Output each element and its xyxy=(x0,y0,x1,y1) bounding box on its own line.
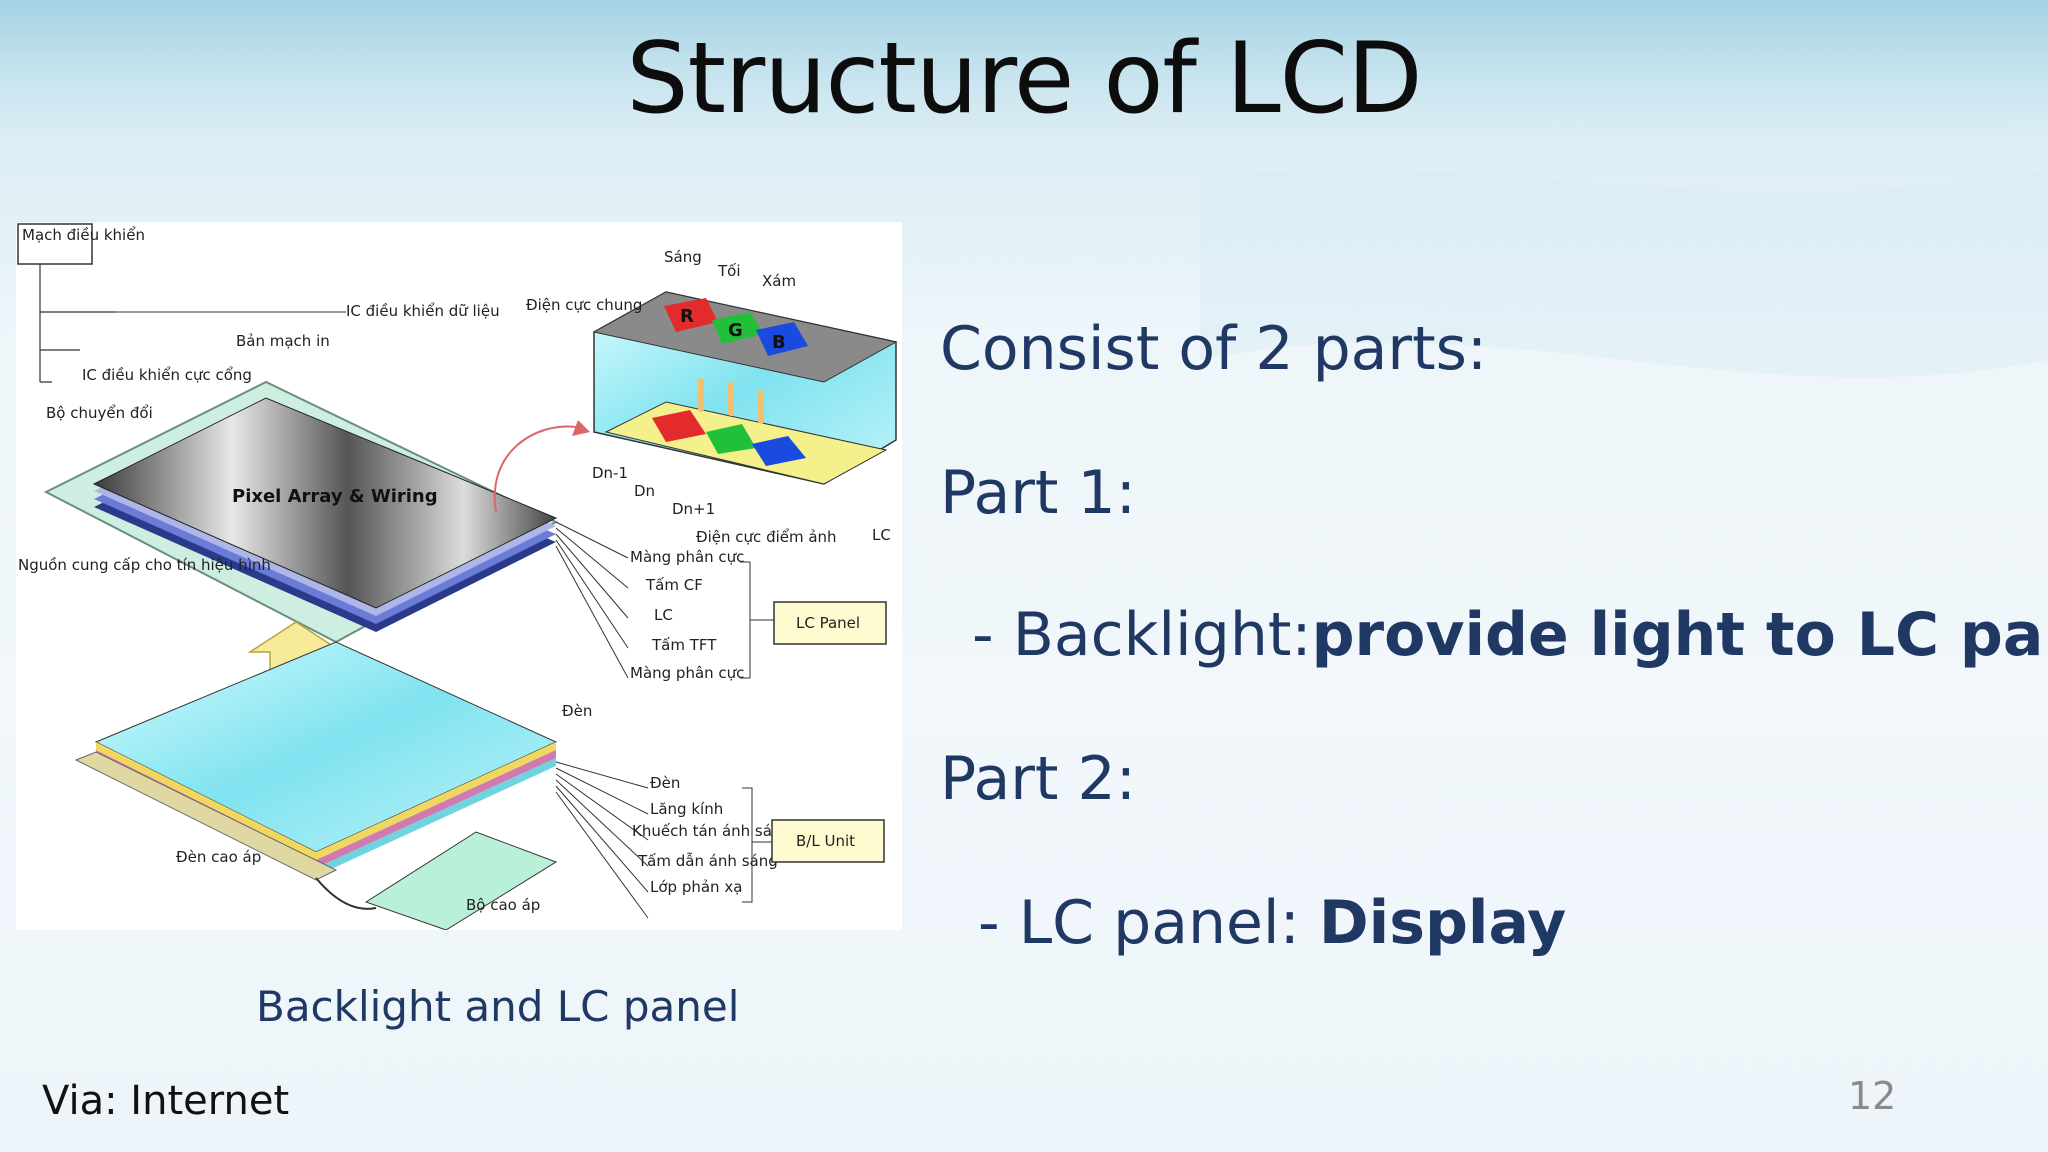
label-den-cao-ap: Đèn cao áp xyxy=(176,848,261,866)
label-nguon: Nguồn cung cấp cho tín hiệu hình xyxy=(18,556,271,574)
slide-title: Structure of LCD xyxy=(626,22,1422,136)
label-bo-chuyen-doi: Bộ chuyển đổi xyxy=(46,404,153,422)
label-khuech-tan: Khuếch tán ánh sáng xyxy=(632,822,791,840)
label-toi: Tối xyxy=(717,262,741,280)
part1-description: - Backlight:provide light to LC panel xyxy=(972,600,2048,670)
label-bo-cao-ap: Bộ cao áp xyxy=(466,896,540,914)
label-ban-mach-in: Bản mạch in xyxy=(236,332,330,350)
label-den-top: Đèn xyxy=(562,702,592,720)
label-tam-tft: Tấm TFT xyxy=(651,636,717,654)
label-ic-gate: IC điều khiển cực cổng xyxy=(82,366,252,384)
label-b: B xyxy=(772,332,786,353)
label-lop-phan-xa: Lớp phản xạ xyxy=(650,878,742,896)
label-lc-panel: LC Panel xyxy=(796,614,860,632)
label-dien-cuc-chung: Điện cực chung xyxy=(526,296,642,314)
part2-heading: Part 2: xyxy=(940,744,1136,814)
label-dn: Dn xyxy=(634,482,655,500)
label-xam: Xám xyxy=(762,272,796,290)
label-dn1: Dn-1 xyxy=(592,464,628,482)
part2-prefix: - LC panel: xyxy=(978,888,1319,958)
label-ic-data: IC điều khiển dữ liệu xyxy=(346,302,500,320)
figure-caption: Backlight and LC panel xyxy=(256,982,740,1031)
label-mach-dieu-khien: Mạch điều khiển xyxy=(22,226,145,244)
label-den: Đèn xyxy=(650,774,680,792)
lcd-structure-illustration: Mạch điều khiển IC điều khiển dữ liệu Bả… xyxy=(17,223,898,930)
part1-heading: Part 1: xyxy=(940,458,1136,528)
label-dn-plus: Dn+1 xyxy=(672,500,715,518)
label-bl-unit: B/L Unit xyxy=(796,832,855,850)
label-mang-phan-cuc-2: Màng phân cực xyxy=(630,664,744,682)
part1-prefix: - Backlight: xyxy=(972,600,1312,670)
part2-description: - LC panel: Display xyxy=(978,888,1566,958)
label-lc-cell: LC xyxy=(872,526,891,544)
part1-emphasis: provide light to LC panel xyxy=(1311,600,2048,670)
label-lc-layer: LC xyxy=(654,606,673,624)
label-tam-dan: Tấm dẫn ánh sáng xyxy=(637,852,778,870)
label-lang-kinh: Lăng kính xyxy=(650,800,723,818)
label-tam-cf: Tấm CF xyxy=(645,576,703,594)
source-credit: Via: Internet xyxy=(42,1078,290,1124)
label-sang: Sáng xyxy=(664,248,702,266)
intro-line: Consist of 2 parts: xyxy=(940,314,1488,384)
label-pixel-array: Pixel Array & Wiring xyxy=(232,486,438,507)
page-number: 12 xyxy=(1848,1074,1897,1118)
part2-emphasis: Display xyxy=(1318,888,1567,958)
lcd-structure-diagram: Mạch điều khiển IC điều khiển dữ liệu Bả… xyxy=(16,222,902,930)
label-dien-cuc-diem-anh: Điện cực điểm ảnh xyxy=(696,528,837,546)
label-r: R xyxy=(680,306,694,327)
label-mang-phan-cuc-1: Màng phân cực xyxy=(630,548,744,566)
label-g: G xyxy=(728,320,743,341)
